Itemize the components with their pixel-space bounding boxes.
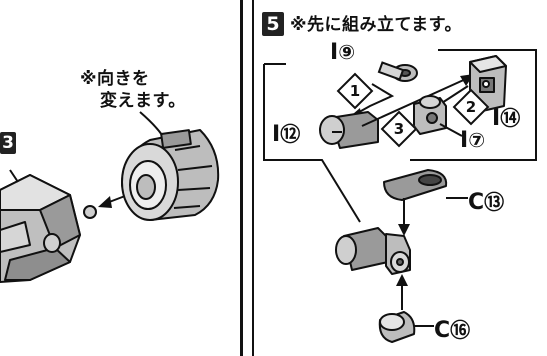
part-label-c13: C⑬ — [468, 186, 504, 215]
part-number: ⑯ — [450, 318, 471, 342]
preassemble-note: ※先に組み立てます。 — [290, 15, 462, 35]
part-7-shape — [413, 95, 447, 135]
part-prefix: I — [330, 40, 339, 65]
order-mark-number: 1 — [349, 82, 361, 100]
left-cylinder-part — [121, 129, 220, 221]
callout-box — [263, 49, 537, 223]
part-number: ⑫ — [280, 122, 301, 146]
step-number-badge: 5 — [262, 12, 284, 36]
part-16-shape — [378, 311, 416, 343]
order-mark-number: 2 — [465, 98, 477, 116]
part-label-i14: I⑭ — [492, 102, 520, 131]
step-number-badge: 3 — [0, 132, 16, 154]
part-9-shape — [377, 61, 418, 82]
part-label-i7: I⑦ — [460, 128, 485, 153]
part-label-i12: I⑫ — [272, 118, 300, 147]
note-leader-line — [139, 111, 163, 136]
part-13-shape — [383, 169, 448, 201]
orientation-note-line2: 変えます。 — [100, 91, 186, 111]
part-prefix: C — [468, 190, 485, 215]
assembled-joint-shape — [335, 227, 411, 275]
part-number: ⑦ — [468, 128, 486, 152]
part-label-i9: I⑨ — [330, 40, 355, 65]
part-number: ⑨ — [338, 40, 356, 64]
part-prefix: I — [492, 106, 501, 131]
part-prefix: I — [272, 122, 281, 147]
assembly-arrow-long — [361, 77, 469, 127]
part-number: ⑭ — [500, 106, 521, 130]
order-mark-number: 3 — [393, 120, 405, 138]
panel-divider-left — [240, 0, 243, 356]
orientation-note-line1: ※向きを — [80, 69, 150, 89]
part-prefix: I — [460, 128, 469, 153]
panel-divider-right — [252, 0, 254, 356]
part-prefix: C — [434, 318, 451, 343]
left-insert-arrow — [98, 195, 126, 208]
left-body-part — [0, 169, 97, 283]
part-number: ⑬ — [484, 190, 505, 214]
part-12-shape — [319, 111, 379, 149]
part-label-c16: C⑯ — [434, 314, 470, 343]
assembly-arrow-1 — [351, 83, 395, 117]
